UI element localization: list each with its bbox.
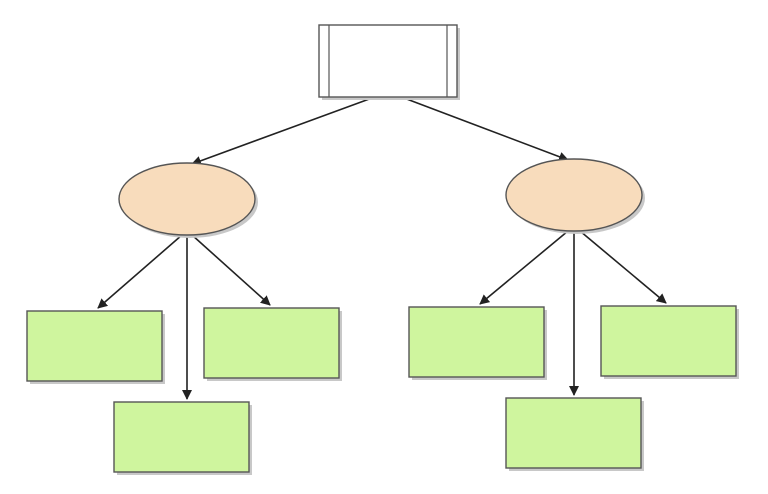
node-leaf-right-1 (408, 306, 547, 380)
leaf-node-shape (600, 305, 737, 377)
node-leaf-right-3 (600, 305, 739, 379)
leaf-node-shape (26, 310, 163, 382)
edge-oval-left-to-leaf-left-1 (97, 234, 183, 309)
root-node-shape (318, 24, 458, 98)
edge-oval-right-to-leaf-right-1 (479, 230, 569, 305)
nodes-layer (26, 24, 739, 475)
oval-node-shape (118, 162, 256, 236)
edge-oval-right-to-leaf-right-3 (579, 230, 667, 304)
leaf-node-shape (203, 307, 340, 379)
node-oval-right (505, 158, 645, 234)
node-leaf-right-2 (505, 397, 644, 471)
node-oval-left (118, 162, 258, 238)
edge-root-to-oval-left (191, 97, 373, 166)
edge-root-to-oval-right (403, 97, 569, 162)
leaf-node-shape (113, 401, 250, 473)
node-leaf-left-1 (26, 310, 165, 384)
leaf-node-shape (408, 306, 545, 378)
node-root (318, 24, 460, 100)
edges-layer (97, 97, 667, 400)
oval-node-shape (505, 158, 643, 232)
edge-oval-left-to-leaf-left-3 (191, 234, 271, 306)
node-leaf-left-2 (113, 401, 252, 475)
leaf-node-shape (505, 397, 642, 469)
node-leaf-left-3 (203, 307, 342, 381)
